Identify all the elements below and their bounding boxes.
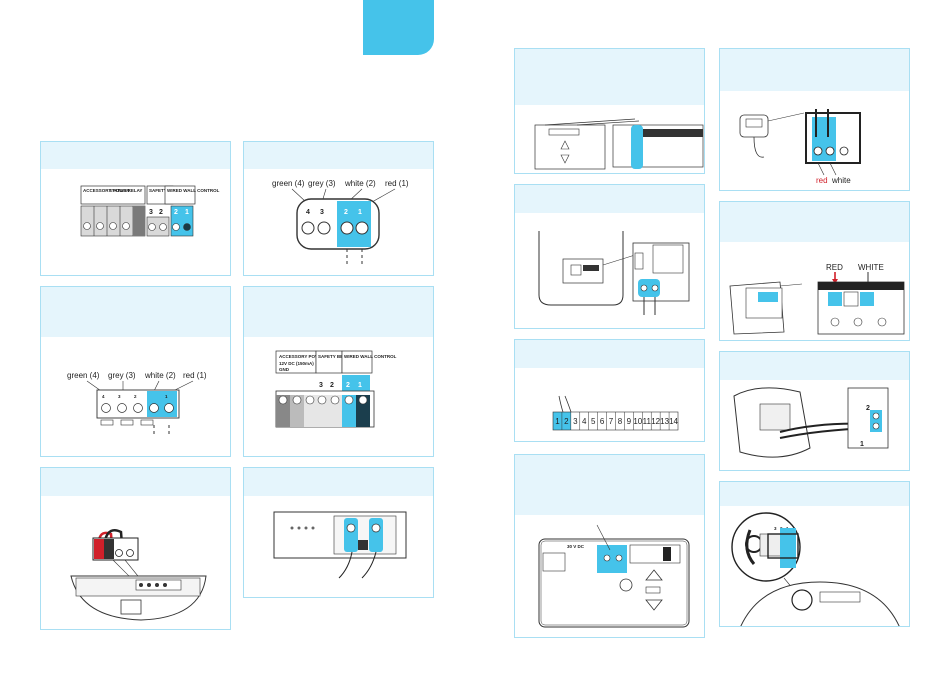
panel-terminal-groups: ACCESSORY POWER STATUS RELAY SAFETY BEAM… [40,141,231,276]
terminal-3: 3 [319,382,323,389]
terminal-1: 1 [860,441,864,448]
label-white: white [831,176,851,185]
strip-terminal-14: 14 [669,417,678,426]
terminal-strip-large-diagram: ACCESSORY POWER SAFETY BEAMS WIRED WALL … [275,350,397,428]
wall-button-diagram: green (4) grey (3) white (2) red (1) 4 3… [272,179,409,267]
terminal-2: 2 [134,394,137,399]
strip-terminal-12: 12 [651,417,660,426]
panel-opener-side: 2 1 [719,351,910,471]
terminal-1: 1 [358,382,362,389]
strip-terminal-4: 4 [582,417,587,426]
group-safety-beams: SAFETY BEAMS [318,354,353,359]
terminal-2b: 2 [346,382,350,389]
opener-wiring-diagram [70,529,207,621]
strip-terminal-3: 3 [573,417,578,426]
terminal-2: 2 [344,209,348,216]
opener-zoom-diagram: 3 2 1 [731,512,900,626]
label-red-1: red (1) [385,179,409,188]
receiver-strip-diagram [534,118,704,170]
terminal-1: 1 [358,209,362,216]
accessory-terminals [80,205,146,237]
red-white-board-diagram: RED WHITE [729,263,905,335]
terminal-num-1: 1 [185,209,189,216]
group-wired-wall-control: WIRED WALL CONTROL [344,354,397,359]
label-white-2: white (2) [144,371,176,380]
terminal-block-diagram: green (4) grey (3) white (2) red (1) 4 3… [67,371,207,437]
terminal-3: 3 [774,526,777,531]
terminal-num-3: 3 [149,209,153,216]
label-green-4: green (4) [67,371,100,380]
label-grey-3: grey (3) [308,179,336,188]
strip-terminal-7: 7 [609,417,614,426]
strip-terminal-5: 5 [591,417,596,426]
label-green-4: green (4) [272,179,305,188]
panel-terminal-strip-large: ACCESSORY POWER SAFETY BEAMS WIRED WALL … [243,286,434,457]
connector-diagram: red white [739,109,861,185]
terminal-num-2b: 2 [174,209,178,216]
terminal-2: 2 [866,405,870,412]
opener-side-diagram: 2 1 [733,387,889,458]
section-tab [363,0,434,55]
terminal-strip-diagram: ACCESSORY POWER STATUS RELAY SAFETY BEAM… [80,185,220,237]
sublabel-12v: 12V DC (150mA) [279,361,314,366]
terminal-3: 3 [320,209,324,216]
group-label-accessory-power: ACCESSORY POWER [83,188,130,193]
label-red-caps: RED [826,263,843,272]
strip-terminal-13: 13 [660,417,669,426]
panel-block-wires: green (4) grey (3) white (2) red (1) 4 3… [40,286,231,457]
panel-opener-zoom: 3 2 1 [719,481,910,627]
panel-control-board [243,467,434,598]
terminal-1: 1 [165,394,168,399]
label-red: red [816,176,828,185]
strip-terminal-10: 10 [633,417,642,426]
terminal-3: 3 [118,394,121,399]
voltage-label: 30 V DC [567,544,585,549]
group-accessory-power: ACCESSORY POWER [279,354,326,359]
control-board-diagram [273,511,407,579]
strip-terminal-2: 2 [564,417,569,426]
panel-receiver-strip [514,48,705,174]
label-white-2: white (2) [344,179,376,188]
panel-red-white-board: RED WHITE [719,201,910,341]
plug-box-diagram [538,231,690,315]
panel-plug-box [514,184,705,329]
terminal-2a: 2 [330,382,334,389]
terminal-4: 4 [306,209,310,216]
strip-terminal-9: 9 [627,417,632,426]
panel-30vdc-unit: 30 V DC [514,454,705,638]
panel-button-wires: green (4) grey (3) white (2) red (1) 4 3… [243,141,434,276]
group-label-wired-wall-control: WIRED WALL CONTROL [167,188,220,193]
panel-connector-red-white: red white [719,48,910,191]
strip-terminal-11: 11 [643,417,652,426]
strip-terminal-1: 1 [555,417,560,426]
terminal-num-2a: 2 [159,209,163,216]
label-white-caps: WHITE [858,263,884,272]
dc-unit-diagram: 30 V DC [538,524,690,628]
panel-opener-wires [40,467,231,630]
strip-terminal-6: 6 [600,417,605,426]
label-red-1: red (1) [183,371,207,380]
group-label-status-relay: STATUS RELAY [109,188,142,193]
label-grey-3: grey (3) [108,371,136,380]
strip-terminal-8: 8 [618,417,623,426]
sublabel-gnd: GND [279,367,290,372]
terminal-4: 4 [102,394,105,399]
